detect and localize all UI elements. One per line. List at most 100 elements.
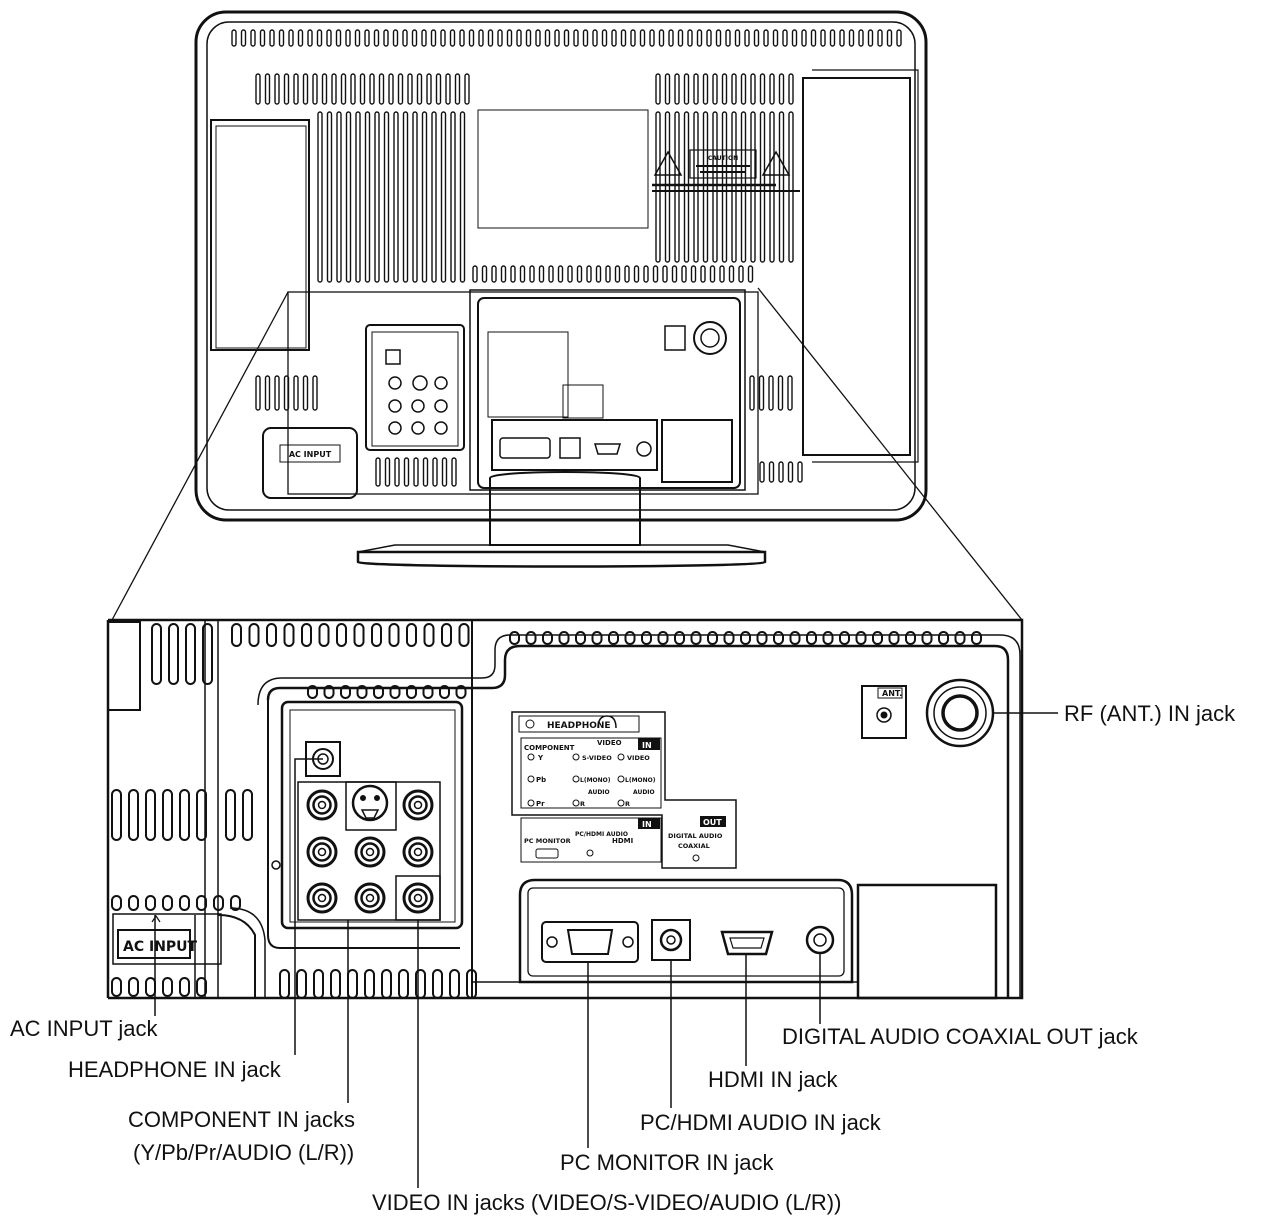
vent-slot [731, 111, 737, 263]
rca-jack [365, 847, 375, 857]
top-vents [231, 29, 902, 487]
rca-jack [317, 893, 327, 903]
vent-slot [248, 623, 260, 647]
headphone-in-callout: HEADPHONE IN jack [68, 1057, 281, 1082]
vent-slot [128, 977, 139, 997]
vent-slot [750, 111, 756, 263]
vent-slot [288, 29, 294, 47]
rca-jack [402, 789, 434, 821]
vent-slot [497, 29, 503, 47]
vent-slot [466, 969, 477, 999]
vent-slot [789, 631, 801, 645]
rca-jack [408, 795, 428, 815]
vent-slot [264, 375, 271, 411]
vent-slot [359, 73, 366, 105]
vent-slot [145, 977, 156, 997]
vent-slot [336, 111, 342, 283]
vent-slot [179, 895, 190, 911]
vent-slot [279, 969, 290, 999]
vent-slot [388, 623, 400, 647]
vent-slot [810, 29, 817, 47]
vent-slot [459, 29, 465, 47]
vent-slot [731, 73, 737, 105]
vent-slot [829, 29, 836, 47]
vent-slot [696, 29, 703, 47]
vent-slot [412, 111, 418, 283]
audio-plate-text: AUDIO [588, 789, 610, 796]
vent-slot [721, 73, 728, 105]
y-plate-text: Y [537, 754, 544, 762]
pc-monitor-in-callout: PC MONITOR IN jack [560, 1150, 774, 1175]
rf-ant-in-callout: RF (ANT.) IN jack [1064, 701, 1236, 726]
vent-slot [848, 29, 855, 47]
rca-jack [312, 795, 332, 815]
vent-slot [500, 265, 507, 283]
vent-slot [586, 265, 592, 283]
vent-slot [259, 29, 266, 47]
vent-slot [921, 631, 933, 645]
vent-slot [375, 457, 381, 487]
vent-slot [364, 969, 375, 999]
vent-slot [535, 29, 541, 47]
vent-slot [601, 29, 608, 47]
digital-audio-out-callout: DIGITAL AUDIO COAXIAL OUT jack [782, 1024, 1138, 1049]
vent-slot [734, 29, 741, 47]
vent-slot [340, 685, 351, 699]
vent-slot [592, 29, 598, 47]
ac-input-callout: AC INPUT jack [10, 1016, 158, 1041]
vent-slot [355, 111, 361, 283]
vent-slot [231, 29, 237, 47]
vent-slot [971, 631, 982, 645]
rca-jack [413, 893, 423, 903]
vent-slot [867, 29, 874, 47]
vent-slot [326, 111, 333, 283]
rca-jack [306, 836, 338, 868]
vent-slot [354, 29, 361, 47]
vent-slot [230, 895, 241, 911]
vent-slot [791, 29, 798, 47]
vent-slot [700, 265, 706, 283]
vent-slot [426, 73, 432, 105]
vent-slot [185, 623, 196, 685]
vent-slot [274, 73, 280, 105]
vent-slot [896, 29, 902, 47]
vent-slot [439, 685, 450, 699]
vent-slot [542, 631, 553, 645]
vent-slot [455, 685, 467, 699]
vent-slot [454, 73, 461, 105]
vent-slot [608, 631, 619, 645]
tv-rear-overview: CAUTION [194, 10, 928, 568]
vent-slot [441, 457, 448, 487]
vent-slot [468, 29, 475, 47]
vent-slot [738, 265, 744, 283]
vent-slot [421, 29, 427, 47]
component-in-callout-line2: (Y/Pb/Pr/AUDIO (L/R)) [133, 1140, 355, 1165]
vent-slot [702, 111, 709, 263]
vent-slot [356, 685, 368, 699]
coaxial-plate-text: COAXIAL [678, 842, 710, 850]
video-plate-text: VIDEO [597, 739, 622, 747]
vent-slot [411, 29, 418, 47]
vent-slot [450, 111, 456, 283]
vent-slot [806, 631, 817, 645]
rca-jack [413, 847, 423, 857]
vent-slot [321, 73, 328, 105]
vent-slot [302, 375, 309, 411]
vent-slot [145, 789, 156, 841]
ac-input-plate-text: AC INPUT [123, 939, 198, 955]
vent-slot [168, 623, 179, 685]
vent-slot [888, 631, 900, 645]
rf-ant-jack: ANT. [861, 678, 995, 748]
vent-slot [487, 29, 494, 47]
vent-slot [264, 73, 271, 105]
vent-slot [749, 375, 755, 411]
vent-slot [111, 895, 122, 911]
s-video-plate-text: S-VIDEO [582, 754, 612, 762]
vent-slot [630, 29, 636, 47]
vent-slot [763, 29, 769, 47]
vent-slot [318, 623, 330, 647]
vent-slot [538, 265, 545, 283]
vent-slot [582, 29, 589, 47]
vent-slot [179, 789, 190, 841]
